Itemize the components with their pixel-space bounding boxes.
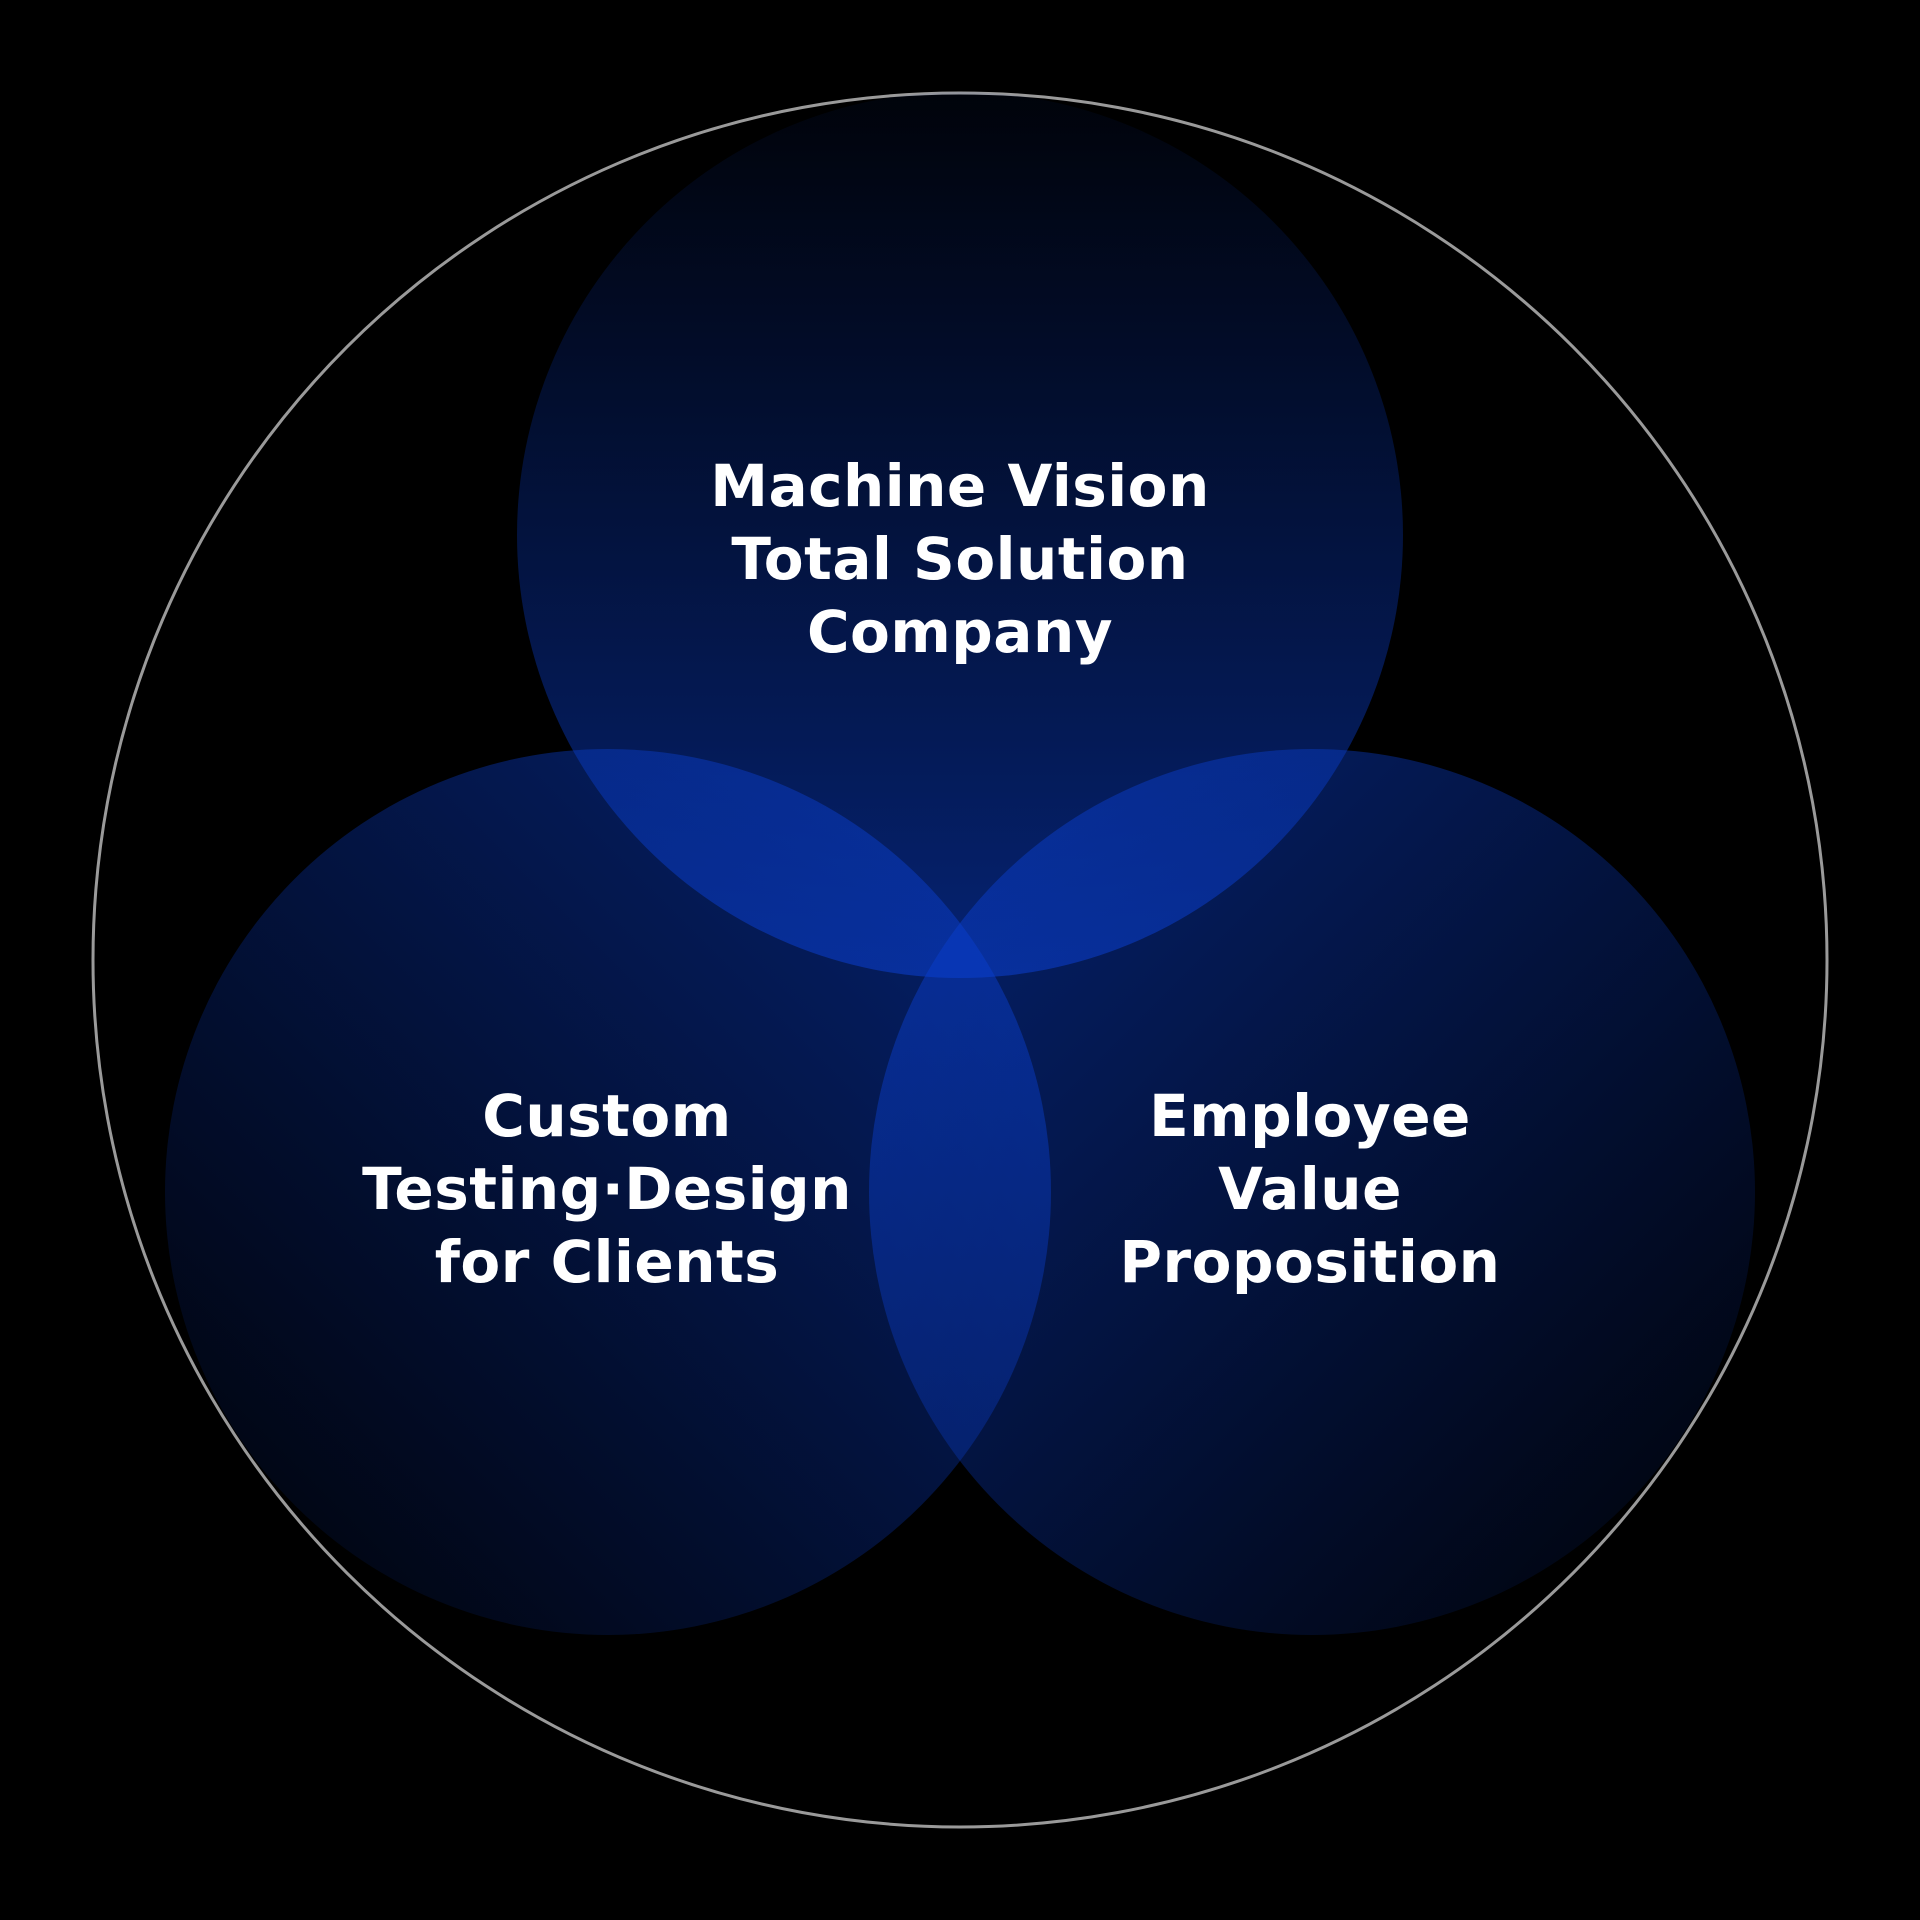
label-line: Custom [482,1082,732,1150]
circle-left [165,749,1051,1635]
label-employee-value: Employee Value Proposition [990,1080,1630,1299]
label-line: Proposition [1119,1228,1501,1296]
label-line: Value [1218,1155,1402,1223]
label-line: Machine Vision [710,452,1210,520]
label-line: Company [806,598,1114,666]
label-line: Testing·Design [362,1155,852,1223]
label-line: for Clients [434,1228,780,1296]
circle-top [517,92,1403,978]
label-line: Employee [1149,1082,1471,1150]
label-machine-vision: Machine Vision Total Solution Company [640,450,1280,669]
label-custom-testing: Custom Testing·Design for Clients [287,1080,927,1299]
circle-right [869,749,1755,1635]
label-line: Total Solution [731,525,1189,593]
